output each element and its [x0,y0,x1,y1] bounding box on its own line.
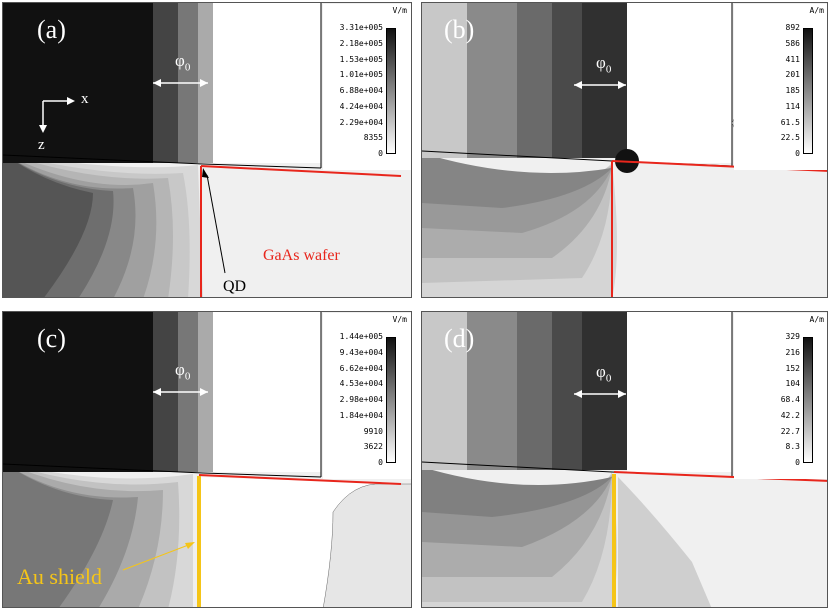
panel-c-unit: V/m [392,315,407,324]
panel-a-tick: 8355 [363,133,383,143]
panel-b-legend: A/m 892 586 411 201 185 114 61.5 22.5 0 [734,4,827,170]
panel-d-tick: 152 [785,363,800,373]
panel-a-colorbar [386,28,396,154]
panel-b-colorbar [803,28,813,154]
panel-b-tick: 22.5 [780,133,800,143]
panel-c-tick: 4.53e+004 [339,379,383,389]
panel-b-label: (b) [444,15,475,44]
panel-c-label: (c) [37,324,66,353]
panel-d-tick: 8.3 [785,442,800,452]
panel-c-tick: 6.62e+004 [339,363,383,373]
panel-a-tick: 6.88e+004 [339,86,383,95]
panel-b-unit: A/m [809,6,824,15]
panel-d: (d) φ0 A/m 329 216 152 104 68.4 42.2 22.7 8.3 0 [421,311,828,608]
panel-a-tick: 2.18e+005 [339,38,383,48]
panel-b-tick: 61.5 [780,117,800,127]
panel-c-tick: 1.44e+005 [339,332,383,341]
panel-b-tick: 201 [785,70,800,80]
panel-a-unit: V/m [392,6,407,15]
panel-a-phi-label: φ0 [175,51,191,74]
panel-d-tick: 329 [785,332,800,341]
panel-c: (c) φ0 Au shield V/m 1.44e+005 9.43e+004 6… [2,311,412,608]
panel-c-legend: V/m 1.44e+005 9.43e+004 6.62e+004 4.53e+004… [323,313,411,479]
panel-d-tick: 22.7 [780,426,800,436]
panel-a-tick: 1.01e+005 [339,70,383,80]
panel-d-tick: 216 [785,347,800,357]
panel-b-tick: 114 [785,101,800,111]
panel-b: (b) φ0 A/m 892 586 411 201 185 114 61.5 22.5 0 [421,2,828,298]
panel-d-tick: 0 [795,458,800,467]
panel-d-colorbar [803,337,813,463]
panel-a-tick: 4.24e+004 [339,101,383,111]
panel-c-tick: 1.84e+004 [339,410,383,420]
panel-c-tick: 9.43e+004 [339,347,383,357]
panel-c-tick: 9910 [363,426,383,436]
panel-c-colorbar [386,337,396,463]
panel-b-tick: 586 [785,38,800,48]
panel-a-tick: 0 [378,149,383,158]
panel-a-tick: 3.31e+005 [339,23,383,32]
panel-c-tick: 3622 [363,442,383,452]
au-shield-label: Au shield [17,564,102,589]
panel-a-tick: 2.29e+004 [339,117,383,127]
panel-a: (a) φ0 x z QD GaAs wafer V/m 3.31e+005 2.… [2,2,412,298]
panel-b-tick: 411 [785,54,800,64]
gaas-wafer-label: GaAs wafer [263,247,340,264]
panel-c-phi-label: φ0 [175,360,191,383]
panel-b-tick: 185 [785,86,800,95]
panel-a-label: (a) [37,15,66,44]
panel-c-tick: 2.98e+004 [339,395,383,404]
panel-b-tick: 892 [785,23,800,32]
panel-b-phi-label: φ0 [596,53,612,76]
panel-d-tick: 104 [785,379,800,389]
x-axis-label: x [81,91,89,107]
panel-b-tick: 0 [795,149,800,158]
panel-d-tick: 68.4 [780,395,800,404]
panel-d-legend: A/m 329 216 152 104 68.4 42.2 22.7 8.3 0 [734,313,827,479]
panel-d-unit: A/m [809,315,824,324]
panel-a-tick: 1.53e+005 [339,54,383,64]
panel-a-legend: V/m 3.31e+005 2.18e+005 1.53e+005 1.01e+005… [323,4,411,170]
panel-d-tick: 42.2 [780,410,800,420]
panel-d-phi-label: φ0 [596,362,612,385]
panel-c-tick: 0 [378,458,383,467]
z-axis-label: z [38,137,45,153]
panel-d-label: (d) [444,324,475,353]
qd-label: QD [223,278,247,295]
